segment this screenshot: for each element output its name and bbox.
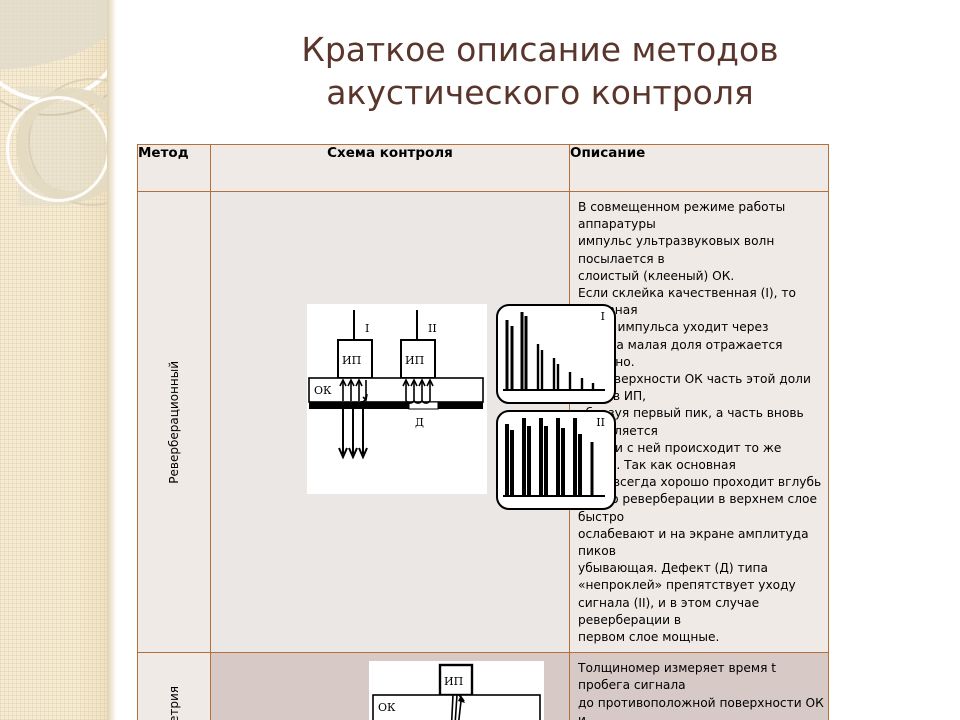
decorative-sidebar — [0, 0, 107, 720]
probe-label-thickness: ИП — [444, 675, 463, 688]
oscilloscope-screen-I: I — [496, 304, 616, 404]
object-label-ok: ОК — [314, 384, 332, 397]
table-row: Толщинометрия ИП ОК — [137, 652, 829, 720]
probe-label-right: ИП — [405, 354, 424, 367]
cell-method-thickness: Толщинометрия — [137, 652, 211, 720]
page-title-line-1: Краткое описание методов — [301, 30, 779, 69]
page-title-line-2: акустического контроля — [326, 73, 754, 112]
case-label-I: I — [365, 322, 369, 335]
oscilloscope-trace-I — [503, 312, 605, 391]
reverberation-scheme-figure: I ИП II ИП ОК — [307, 304, 487, 494]
sidebar-edge-gradient — [107, 0, 116, 720]
table-body: Реверберационный I ИП — [137, 190, 829, 720]
table-header: Метод Схема контроля Описание — [137, 144, 829, 192]
object-label-ok-thickness: ОК — [378, 701, 396, 714]
probe-label-left: ИП — [342, 354, 361, 367]
cell-scheme-thickness: ИП ОК — [210, 652, 570, 720]
scope-label-I: I — [600, 310, 605, 323]
column-header-description: Описание — [569, 144, 829, 192]
reverberation-scheme-svg: I ИП II ИП ОК — [308, 310, 484, 460]
cell-scheme-reverberation: I ИП II ИП ОК — [210, 190, 616, 654]
methods-table: Метод Схема контроля Описание Реверберац… — [137, 144, 829, 720]
oscilloscope-screen-II: II — [496, 410, 616, 510]
description-text-thickness: Толщиномер измеряет время t пробега сигн… — [578, 661, 824, 720]
table-header-row: Метод Схема контроля Описание — [137, 144, 829, 192]
cell-description-thickness: Толщиномер измеряет время t пробега сигн… — [569, 652, 829, 720]
cell-method-reverberation: Реверберационный — [137, 190, 211, 654]
method-label-thickness: Толщинометрия — [167, 686, 181, 720]
case-label-II: II — [428, 322, 437, 335]
column-header-method: Метод — [137, 144, 211, 192]
defect-label: Д — [415, 416, 424, 429]
thickness-scheme-figure: ИП ОК — [369, 661, 544, 720]
method-label-reverberation: Реверберационный — [167, 360, 181, 484]
sidebar-ring-bottom-highlight — [6, 96, 107, 202]
vertical-label-wrapper: Толщинометрия — [138, 653, 210, 720]
column-header-scheme: Схема контроля — [210, 144, 570, 192]
page-title: Краткое описание методов акустического к… — [150, 28, 930, 114]
thickness-scheme-svg: ИП ОК — [372, 664, 541, 720]
table-row: Реверберационный I ИП — [137, 190, 829, 654]
scope-label-II: II — [596, 416, 605, 429]
oscilloscope-trace-II — [503, 418, 605, 497]
vertical-label-wrapper: Реверберационный — [138, 192, 210, 652]
